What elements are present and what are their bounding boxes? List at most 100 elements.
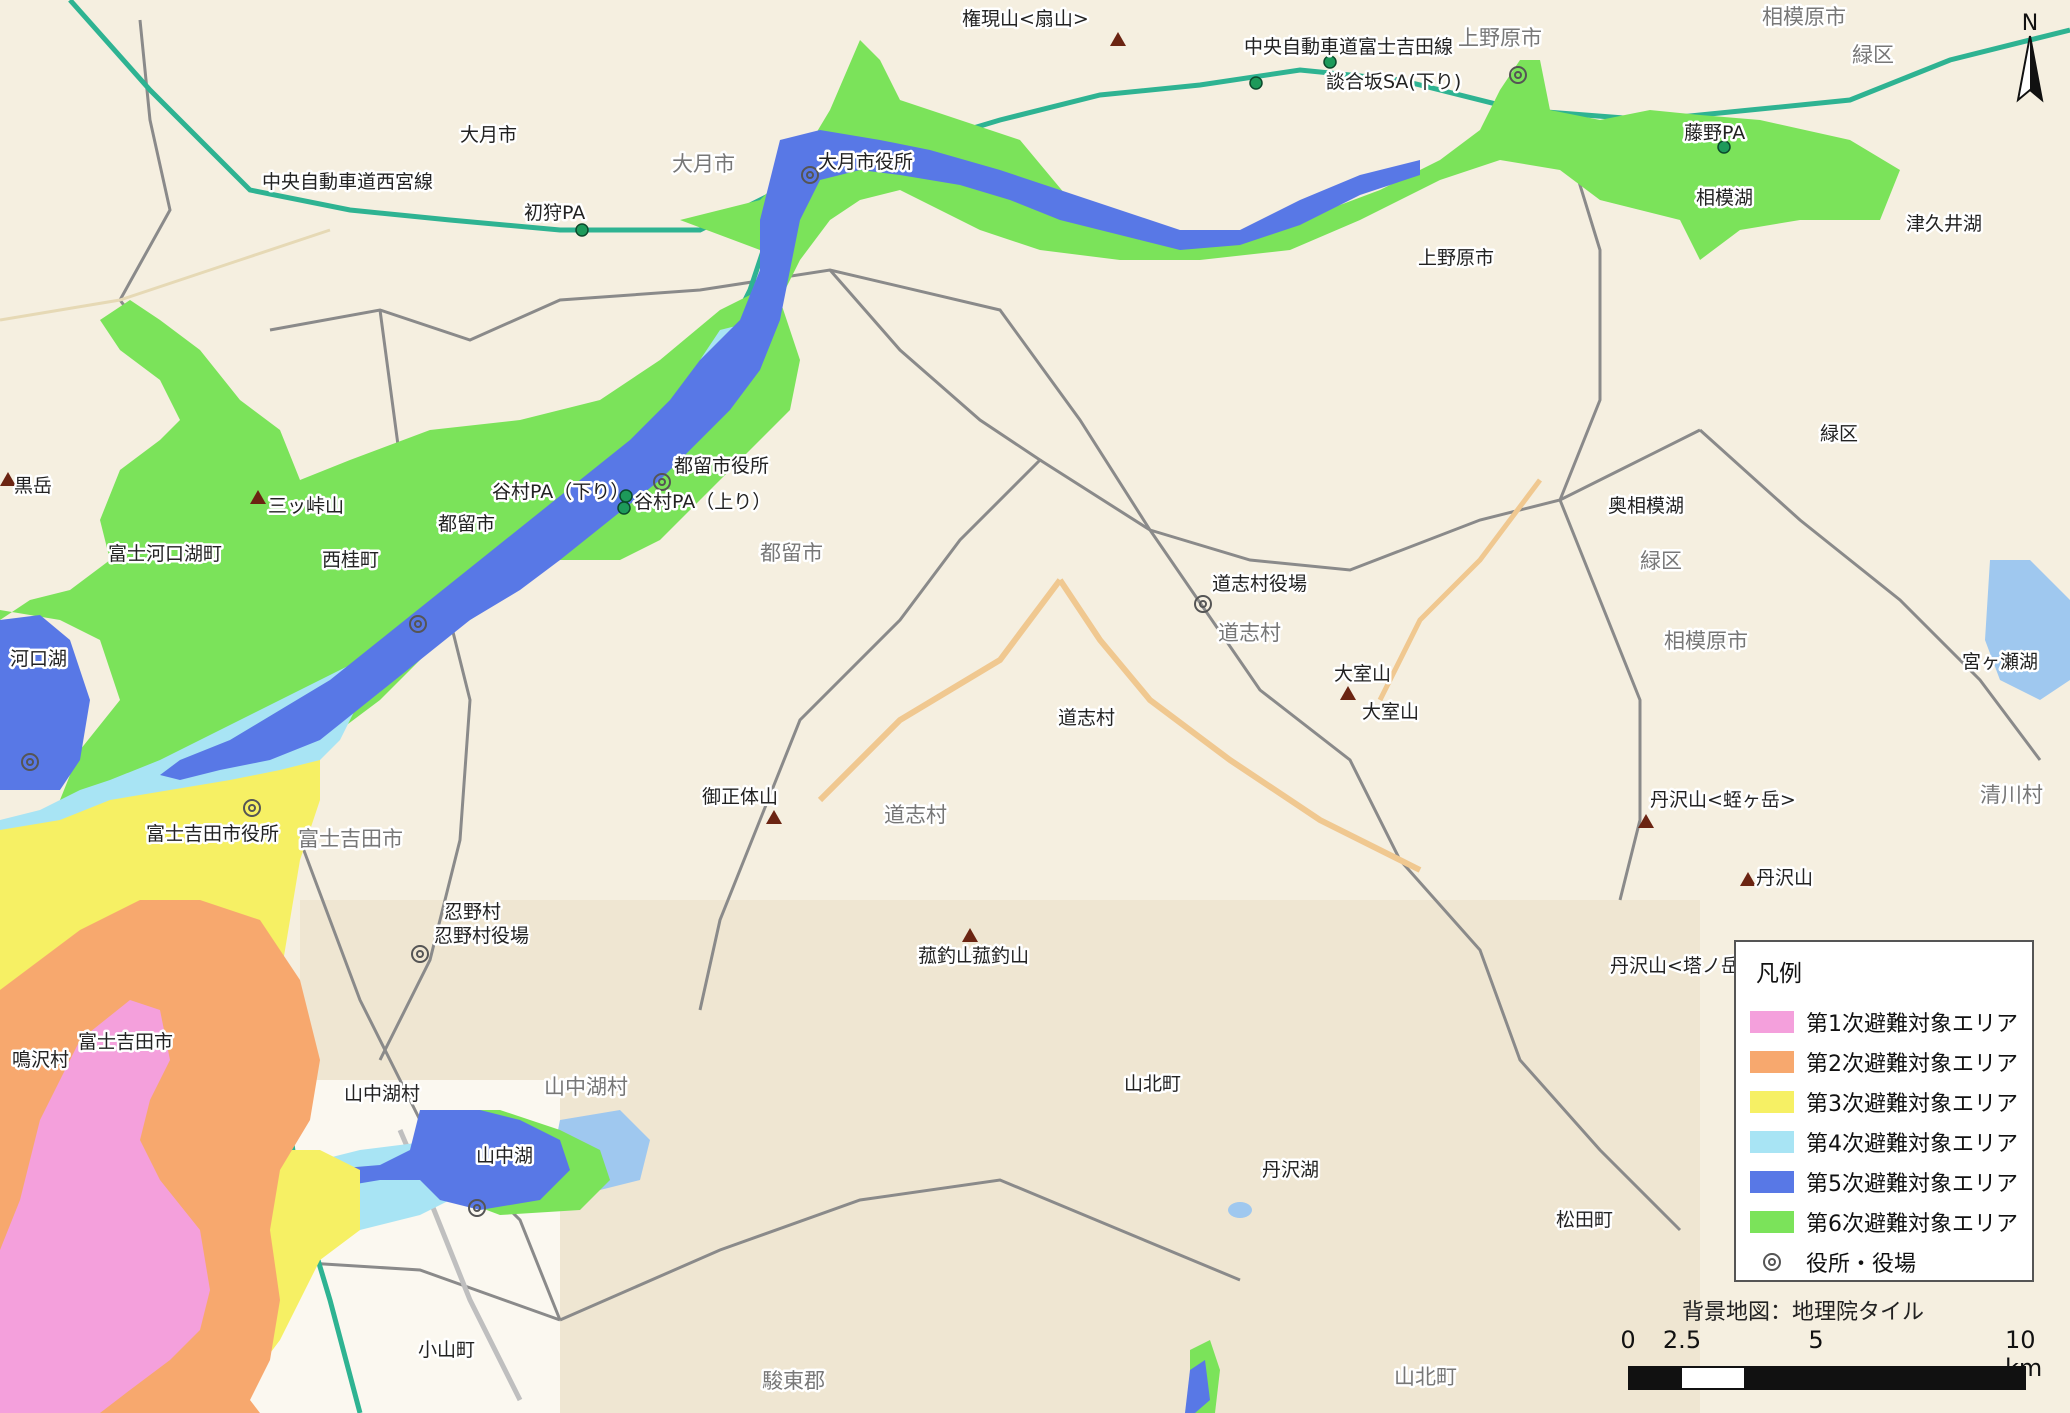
legend-label-zone2: 第2次避難対象エリア	[1806, 1052, 2018, 1077]
label-hatsukari-pa: 初狩PA	[524, 202, 585, 224]
legend-box: 凡例 第1次避難対象エリア 第2次避難対象エリア 第3次避難対象エリア 第4次避…	[1734, 940, 2034, 1282]
label-oshino-village: 忍野村	[444, 901, 501, 923]
peak-markers	[0, 32, 1756, 942]
north-arrow: N	[2016, 11, 2044, 103]
scale-segment-3	[1744, 1366, 1816, 1390]
label-miyagase-lake: 宮ヶ瀬湖	[1962, 651, 2038, 673]
label-mt-tanzawa-tono: 丹沢山<塔ノ岳	[1610, 955, 1740, 977]
dangozaka-sa-marker-1	[1249, 76, 1263, 90]
label-mt-omuro: 大室山	[1334, 663, 1391, 685]
fujino-pa-marker	[1717, 140, 1731, 154]
zone1-area	[0, 1000, 210, 1413]
office-markers	[21, 66, 1527, 1217]
label-otsuki-office: 大月市役所	[818, 151, 913, 173]
chuo-expressway-nishimiya-line	[68, 0, 2070, 233]
label-mt-kuro: 黒岳	[14, 475, 52, 497]
zone5-kawaguchi	[0, 615, 90, 790]
gongen-peak	[1110, 32, 1126, 46]
label-fujiyoshida-city-large: 富士吉田市	[298, 827, 403, 851]
tanzawa-hiru-peak	[1638, 814, 1654, 828]
legend-label-zone3: 第3次避難対象エリア	[1806, 1092, 2018, 1117]
zone5-south	[1185, 1360, 1210, 1413]
label-fujikawaguchiko-town: 富士河口湖町	[108, 543, 222, 565]
label-tsukui-lake: 津久井湖	[1906, 213, 1982, 235]
label-otsuki-city-large: 大月市	[672, 152, 735, 176]
map-source-attribution: 背景地図：地理院タイル	[1682, 1300, 1925, 1325]
label-chuo-nishimiya: 中央自動車道西宮線	[262, 171, 433, 193]
legend-swatch-zone5	[1750, 1171, 1794, 1193]
label-mt-kobatsuri: 菰釣山	[918, 945, 975, 967]
label-yamanaka-lake: 山中湖	[476, 1145, 533, 1167]
label-sagamihara-city-2: 相模原市	[1664, 629, 1748, 653]
label-uenohara-city-small: 上野原市	[1418, 247, 1494, 269]
label-sagami-lake: 相模湖	[1696, 187, 1753, 209]
map-labels: 大月市 大月市 大月市役所 中央自動車道西宮線 初狩PA 権現山<扇山> 中央自…	[8, 3, 2046, 1396]
label-uenohara-city: 上野原市	[1458, 26, 1542, 50]
yamanakako-office-marker	[468, 1199, 486, 1217]
zone5-yamanaka	[280, 1110, 570, 1210]
label-doshi-office: 道志村役場	[1212, 573, 1307, 595]
label-chuo-fujiyoshida: 中央自動車道富士吉田線	[1244, 36, 1453, 58]
legend-swatch-zone6	[1750, 1211, 1794, 1233]
legend-label-zone5: 第5次避難対象エリア	[1806, 1172, 2018, 1197]
label-oku-sagami-lake: 奥相模湖	[1608, 495, 1684, 517]
yamura-pa-up-marker	[617, 501, 631, 515]
label-dangozaka-sa: 談合坂SA(下り)	[1326, 71, 1461, 93]
otsuki-office-marker	[801, 166, 819, 184]
legend-item-office: 役所・役場	[1750, 1242, 2018, 1282]
label-sunto-county: 駿東郡	[762, 1369, 825, 1393]
label-tanzawa-lake: 丹沢湖	[1262, 1159, 1319, 1181]
tsuru-office-marker	[653, 473, 671, 491]
label-yamura-pa-up: 谷村PA（上り）	[634, 491, 771, 513]
legend-swatch-zone1	[1750, 1011, 1794, 1033]
kobatsuri-peak	[962, 928, 978, 942]
label-mt-kobatsuri-2: 菰釣山	[972, 945, 1029, 967]
label-tsuru-city-large: 都留市	[760, 541, 823, 565]
label-mt-tanzawa: 丹沢山	[1756, 867, 1813, 889]
legend-swatch-zone2	[1750, 1051, 1794, 1073]
label-kiyokawa-village: 清川村	[1980, 783, 2043, 807]
label-fujiyoshida-city: 富士吉田市	[78, 1031, 173, 1053]
legend-swatch-zone3	[1750, 1091, 1794, 1113]
label-tsuru-city: 都留市	[438, 513, 495, 535]
legend-item-zone2: 第2次避難対象エリア	[1750, 1042, 2018, 1082]
scale-segment-4	[1814, 1366, 2026, 1390]
legend-label-office: 役所・役場	[1806, 1252, 1917, 1277]
nishikatsura-office-marker	[409, 615, 427, 633]
mishotai-peak	[766, 810, 782, 824]
hatsukari-pa-marker	[575, 223, 589, 237]
legend-item-zone3: 第3次避難対象エリア	[1750, 1082, 2018, 1122]
north-arrow-half	[2030, 36, 2042, 100]
label-matsuda-town: 松田町	[1556, 1209, 1613, 1231]
omuro-peak	[1340, 686, 1356, 700]
zone5-area	[160, 130, 1420, 780]
label-yamanakako-village-large: 山中湖村	[544, 1075, 628, 1099]
oshino-office-marker	[411, 945, 429, 963]
scale-tick-5: 5	[1808, 1326, 1824, 1354]
label-fujiyoshida-office: 富士吉田市役所	[146, 823, 279, 845]
label-fujino-pa: 藤野PA	[1684, 122, 1745, 144]
label-narusawa-village: 鳴沢村	[12, 1049, 69, 1071]
mitsutoge-peak	[250, 490, 266, 504]
scale-tick-2-5: 2.5	[1662, 1326, 1702, 1354]
legend-title: 凡例	[1756, 961, 1802, 987]
uenohara-office-marker	[1509, 66, 1527, 84]
label-mt-tanzawa-hiru: 丹沢山<蛭ヶ岳>	[1650, 789, 1796, 811]
label-midori-ward-mid: 緑区	[1820, 423, 1858, 445]
label-mt-mishotai: 御正体山	[702, 786, 778, 808]
label-doshi-village-center: 道志村	[884, 803, 947, 827]
label-yamakita-town-south: 山北町	[1394, 1365, 1457, 1389]
label-yamura-pa-down: 谷村PA（下り）	[492, 481, 629, 503]
label-yamanakako-village: 山中湖村	[344, 1083, 420, 1105]
legend-item-zone1: 第1次避難対象エリア	[1750, 1002, 2018, 1042]
legend-item-zone6: 第6次避難対象エリア	[1750, 1202, 2018, 1242]
fujiyoshida-office-marker	[243, 799, 261, 817]
miyagase-lake-shape	[1985, 560, 2070, 700]
label-doshi-village: 道志村	[1058, 707, 1115, 729]
legend-label-zone6: 第6次避難対象エリア	[1806, 1212, 2018, 1237]
scale-bar: 0 2.5 5 10 km	[1620, 1326, 2062, 1408]
label-kawaguchi-lake: 河口湖	[10, 648, 67, 670]
label-doshi-village-large: 道志村	[1218, 621, 1281, 645]
legend-office-icon	[1750, 1251, 1794, 1273]
